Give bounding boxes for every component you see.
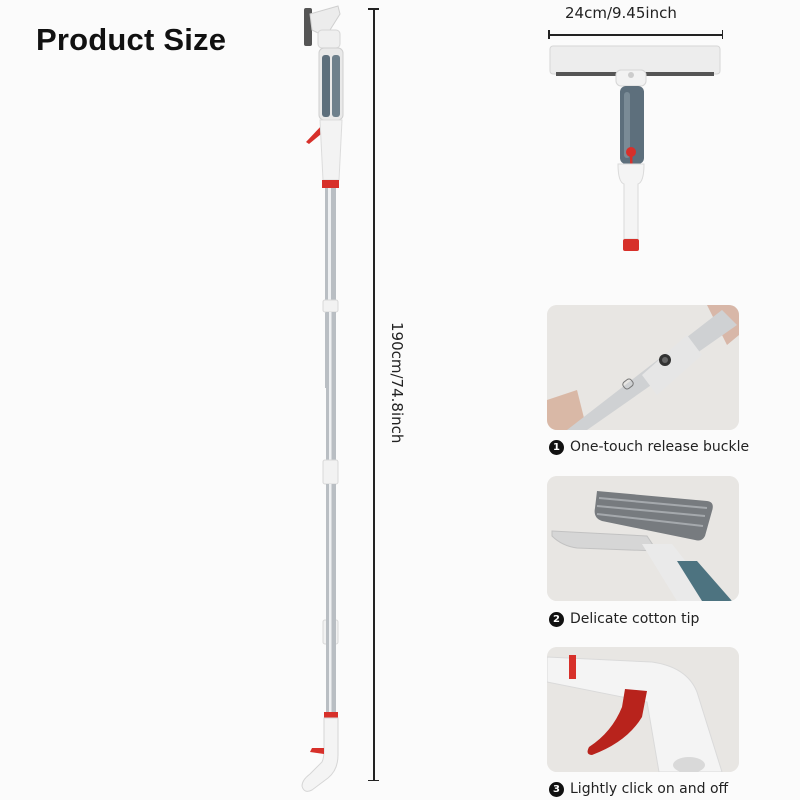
number-badge-2: 2 xyxy=(549,611,564,627)
number-badge-1: 1 xyxy=(549,439,564,455)
feature-caption-1: 1 One-touch release buckle xyxy=(549,439,749,455)
feature-label-3: Lightly click on and off xyxy=(570,781,729,797)
mop-full-length-illustration xyxy=(301,5,344,792)
length-dimension-label: 190cm/74.8inch xyxy=(388,322,406,444)
feature-image-trigger xyxy=(547,647,739,772)
feature-caption-3: 3 Lightly click on and off xyxy=(549,781,728,797)
head-width-label: 24cm/9.45inch xyxy=(565,4,677,22)
feature-caption-2: 2 Delicate cotton tip xyxy=(549,611,699,627)
number-badge-3: 3 xyxy=(549,781,564,797)
head-width-dimension-line xyxy=(548,30,723,39)
feature-label-2: Delicate cotton tip xyxy=(570,611,700,627)
feature-label-1: One-touch release buckle xyxy=(570,439,750,455)
mop-head-illustration xyxy=(549,45,721,251)
length-dimension-line xyxy=(368,8,379,781)
feature-image-release-buckle xyxy=(547,305,739,430)
feature-image-cotton-tip xyxy=(547,476,739,601)
page-title: Product Size xyxy=(36,22,227,57)
